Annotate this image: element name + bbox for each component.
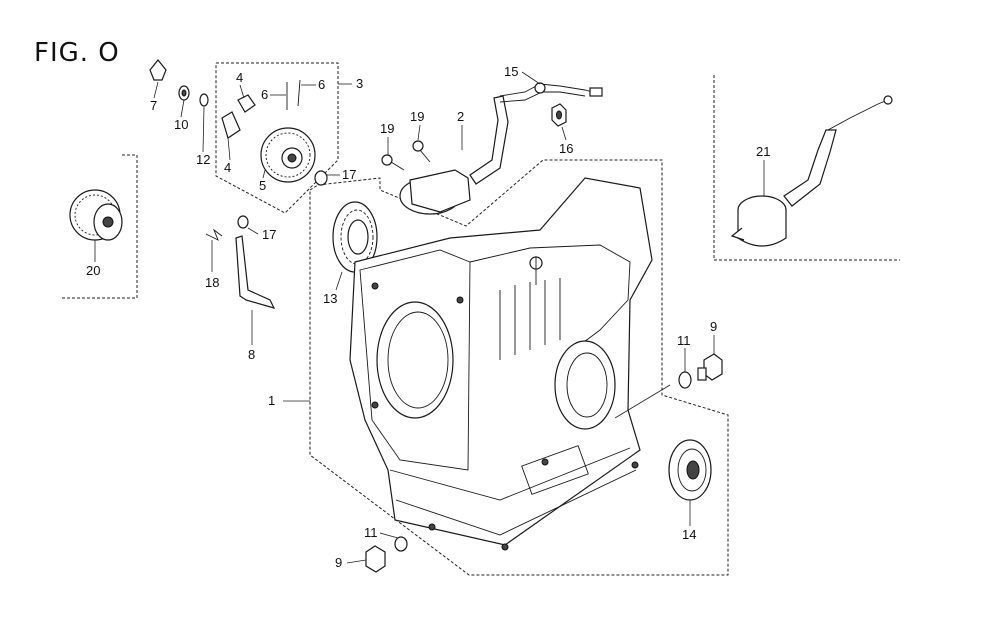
cable-part bbox=[499, 82, 603, 103]
callout-15: 15 bbox=[504, 64, 519, 79]
callout-21: 21 bbox=[756, 144, 771, 159]
governor-gear-part bbox=[260, 127, 316, 183]
callout-9-right: 9 bbox=[710, 319, 718, 334]
callout-11-bottom: 11 bbox=[364, 525, 378, 540]
oil-seal-part bbox=[668, 439, 712, 501]
callout-17-top: 17 bbox=[342, 167, 357, 182]
callout-20: 20 bbox=[86, 263, 101, 278]
drain-bolt-9a-part bbox=[365, 545, 386, 573]
callout-6-right: 6 bbox=[318, 77, 326, 92]
callout-3: 3 bbox=[356, 76, 364, 91]
callout-10: 10 bbox=[174, 117, 189, 132]
callout-14: 14 bbox=[682, 527, 697, 542]
callout-8: 8 bbox=[248, 347, 256, 362]
callout-19-left: 19 bbox=[380, 121, 395, 136]
bolt-19b-part bbox=[381, 154, 405, 171]
callout-16: 16 bbox=[559, 141, 574, 156]
clip-12-part bbox=[199, 93, 209, 107]
washer-11a-part bbox=[394, 536, 408, 552]
callout-12: 12 bbox=[196, 152, 211, 167]
callout-13: 13 bbox=[323, 291, 338, 306]
callout-18: 18 bbox=[205, 275, 220, 290]
clip-18-part bbox=[205, 228, 223, 241]
oil-alert-unit-part bbox=[730, 95, 893, 247]
governor-weight-part bbox=[221, 94, 256, 139]
callout-9-bottom: 9 bbox=[335, 555, 343, 570]
switch-assembly-part bbox=[399, 95, 509, 215]
washer-17a-part bbox=[314, 170, 328, 186]
washer-10-part bbox=[178, 85, 190, 101]
balancer-gear-box bbox=[60, 154, 138, 299]
crankcase-group-box bbox=[283, 159, 729, 576]
callout-2: 2 bbox=[457, 109, 465, 124]
callout-5: 5 bbox=[259, 178, 267, 193]
nut-16-part bbox=[551, 103, 567, 127]
callout-4-top: 4 bbox=[236, 70, 244, 85]
callout-11-right: 11 bbox=[677, 333, 691, 348]
balancer-gear-part bbox=[69, 189, 123, 241]
governor-pin-part bbox=[286, 79, 301, 110]
bolt-19a-part bbox=[412, 140, 431, 163]
bearing-13-part bbox=[332, 201, 378, 273]
figure-title: FIG. O bbox=[34, 38, 120, 68]
callout-19-right: 19 bbox=[410, 109, 425, 124]
washer-17b-part bbox=[237, 215, 249, 229]
callout-17-bottom: 17 bbox=[262, 227, 277, 242]
governor-group-box bbox=[215, 62, 352, 214]
callout-1: 1 bbox=[268, 393, 276, 408]
bolt-7-part bbox=[149, 59, 167, 81]
drain-bolt-9b-part bbox=[697, 353, 723, 381]
callout-6-left: 6 bbox=[261, 87, 269, 102]
callout-7: 7 bbox=[150, 98, 158, 113]
callout-4-bottom: 4 bbox=[224, 160, 232, 175]
washer-11b-part bbox=[678, 371, 692, 389]
governor-arm-part bbox=[235, 235, 276, 309]
crankcase-part bbox=[349, 177, 653, 551]
oil-alert-box bbox=[713, 75, 900, 261]
leader-lines bbox=[94, 71, 765, 564]
